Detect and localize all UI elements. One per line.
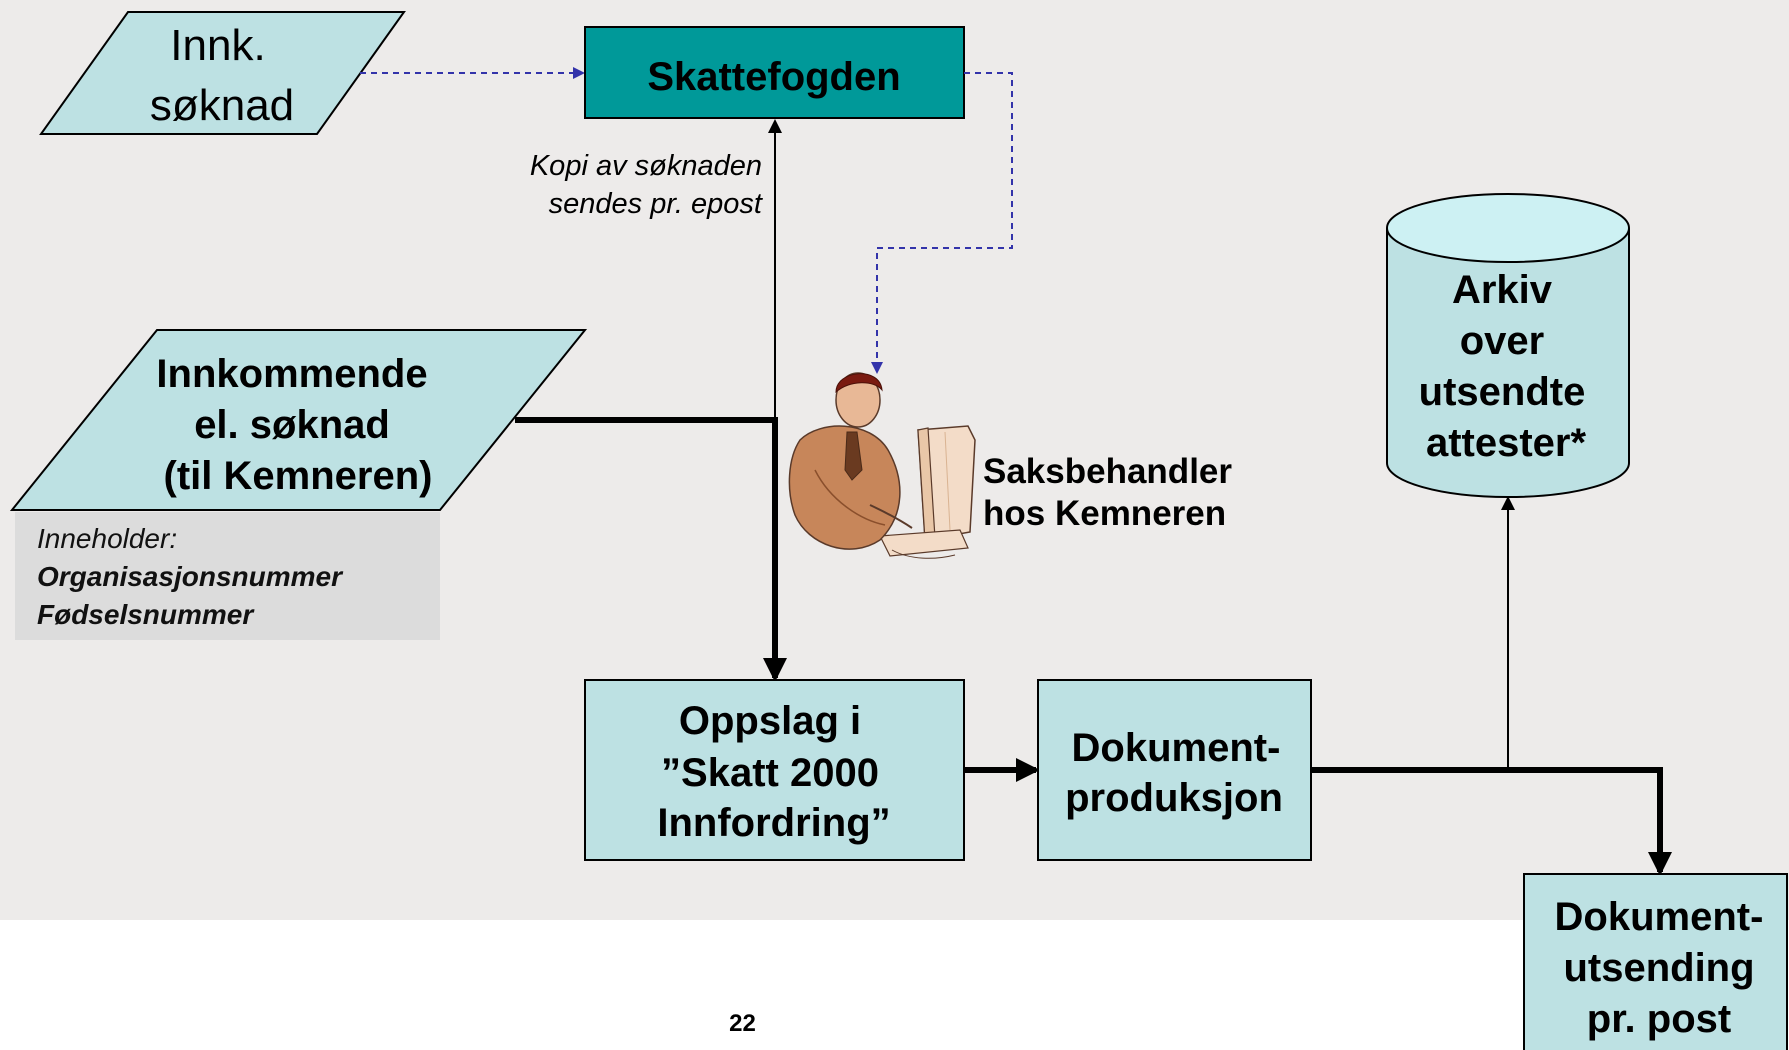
thick-line-dokprod xyxy=(1311,767,1663,860)
archive-node: Arkiv over utsendte attester* xyxy=(1386,193,1630,498)
copy-note: Kopi av søknaden sendes pr. epost xyxy=(530,150,764,220)
dokutsend-line-1: Dokument- xyxy=(1555,895,1764,939)
dokprod-line-2: produksjon xyxy=(1065,776,1283,820)
oppslag-line-1: Oppslag i xyxy=(679,699,861,743)
caseworker-line-2: hos Kemneren xyxy=(983,494,1226,533)
caseworker-line-1: Saksbehandler xyxy=(983,452,1232,491)
oppslag-line-2: ”Skatt 2000 xyxy=(661,751,879,795)
skattefogden-label: Skattefogden xyxy=(647,55,900,99)
skattefogden-node: Skattefogden xyxy=(584,26,965,119)
contents-note: Inneholder: Organisasjonsnummer Fødselsn… xyxy=(15,512,440,640)
innk-soknad-node: Innk. søknad xyxy=(39,11,406,135)
page-number: 22 xyxy=(729,1010,756,1037)
thick-line-innkommende xyxy=(515,417,778,656)
contents-item-fnr: Fødselsnummer xyxy=(37,599,254,630)
innkommende-node: Innkommende el. søknad (til Kemneren) xyxy=(9,329,588,511)
oppslag-line-3: Innfordring” xyxy=(657,801,890,845)
person-at-computer-icon xyxy=(788,372,976,559)
contents-item-orgnr: Organisasjonsnummer xyxy=(37,561,342,592)
innk-soknad-line-1: Innk. xyxy=(170,21,265,70)
dashed-arrow-to-caseworker xyxy=(871,72,1013,374)
innkommende-line-2: el. søknad xyxy=(194,403,390,447)
archive-line-1: Arkiv xyxy=(1452,268,1553,312)
oppslag-node: Oppslag i ”Skatt 2000 Innfordring” xyxy=(584,679,965,861)
archive-line-4: attester* xyxy=(1426,421,1587,465)
contents-label: Inneholder: xyxy=(37,523,178,554)
archive-line-3: utsendte xyxy=(1419,370,1586,414)
dokutsend-line-3: pr. post xyxy=(1587,997,1731,1041)
copy-note-line-2: sendes pr. epost xyxy=(549,188,764,220)
dokutsend-node: Dokument- utsending pr. post xyxy=(1523,873,1788,1050)
dokprod-line-1: Dokument- xyxy=(1072,726,1281,770)
innk-soknad-line-2: søknad xyxy=(150,81,294,130)
dokprod-node: Dokument- produksjon xyxy=(1037,679,1312,861)
innkommende-line-1: Innkommende xyxy=(156,352,427,396)
archive-line-2: over xyxy=(1460,319,1545,363)
dokutsend-line-2: utsending xyxy=(1563,946,1754,990)
copy-note-line-1: Kopi av søknaden xyxy=(530,150,762,182)
caseworker-label: Saksbehandler hos Kemneren xyxy=(983,452,1232,533)
innkommende-line-3: (til Kemneren) xyxy=(164,454,433,498)
